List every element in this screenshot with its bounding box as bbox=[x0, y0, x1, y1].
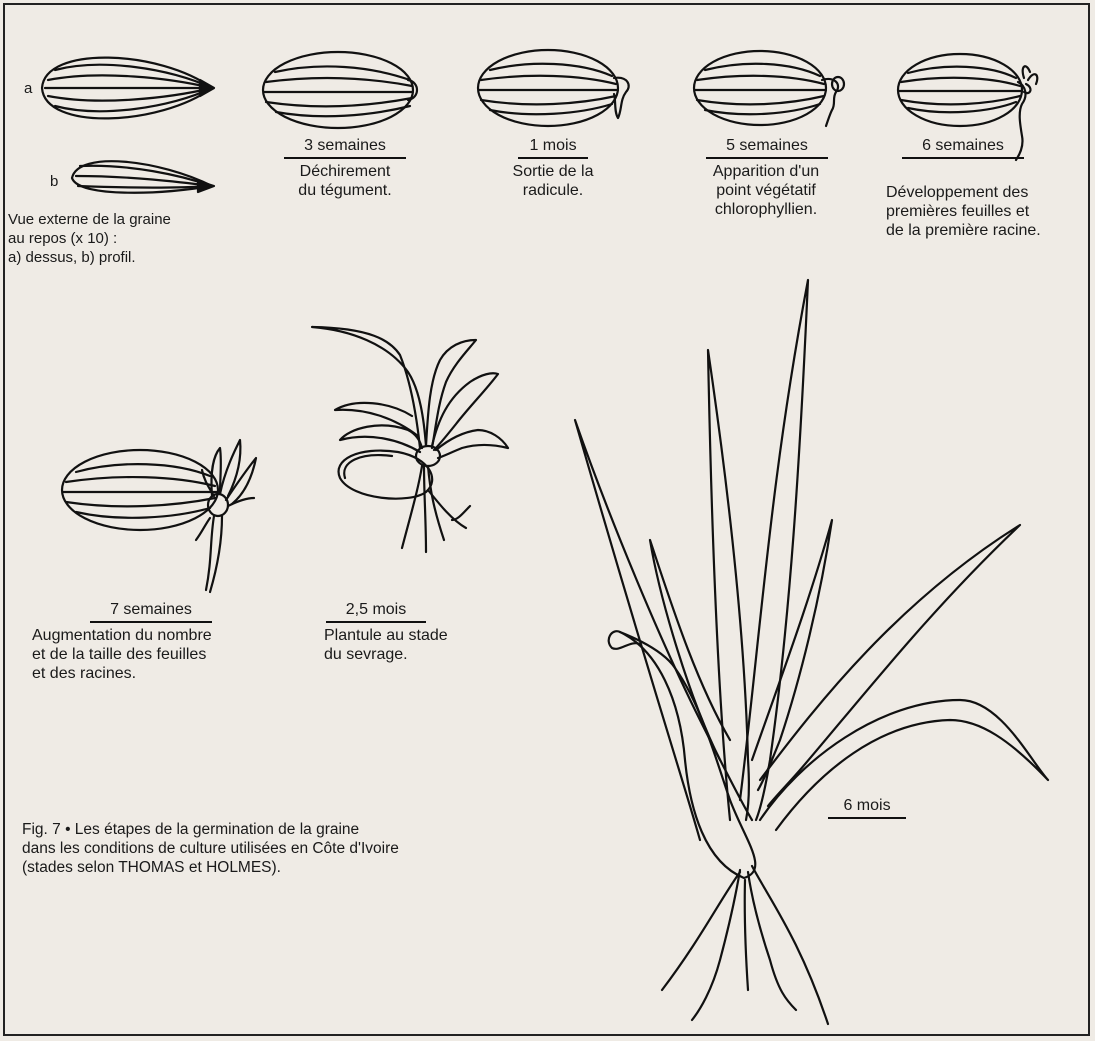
seed-5-weeks-drawing bbox=[694, 51, 844, 126]
seed-caption-line-2: au repos (x 10) : bbox=[8, 229, 117, 248]
stage-1-month-desc-line: radicule. bbox=[478, 181, 628, 200]
seed-label-a: a bbox=[24, 80, 32, 97]
seed-7-weeks-drawing bbox=[62, 440, 256, 592]
stage-6-weeks-desc-line: de la première racine. bbox=[886, 221, 1041, 240]
seed-label-b: b bbox=[50, 173, 58, 190]
stage-2-5-months-desc-line: Plantule au stade bbox=[324, 626, 448, 645]
stage-3-weeks-title: 3 semaines bbox=[284, 136, 406, 159]
stage-7-weeks-desc-line: Augmentation du nombre bbox=[32, 626, 212, 645]
stage-5-weeks-desc-line: point végétatif bbox=[686, 181, 846, 200]
seed-caption-line-3: a) dessus, b) profil. bbox=[8, 248, 136, 267]
stage-1-month-title: 1 mois bbox=[518, 136, 588, 159]
stage-6-months-title: 6 mois bbox=[828, 796, 906, 819]
stage-7-weeks-desc: Augmentation du nombre et de la taille d… bbox=[32, 626, 212, 683]
seed-3-weeks-drawing bbox=[263, 52, 417, 128]
stage-7-weeks-desc-line: et de la taille des feuilles bbox=[32, 645, 212, 664]
stage-7-weeks-title: 7 semaines bbox=[90, 600, 212, 623]
plant-6-months-drawing bbox=[575, 280, 1048, 1024]
plantlet-2-5-months-drawing bbox=[312, 327, 508, 552]
figure-caption-line: dans les conditions de culture utilisées… bbox=[22, 839, 399, 858]
stage-1-month-desc-line: Sortie de la bbox=[478, 162, 628, 181]
stage-6-weeks-title: 6 semaines bbox=[902, 136, 1024, 159]
stage-6-weeks-desc: Développement des premières feuilles et … bbox=[886, 183, 1041, 240]
stage-6-weeks-desc-line: premières feuilles et bbox=[886, 202, 1041, 221]
stage-5-weeks-desc-line: Apparition d'un bbox=[686, 162, 846, 181]
seed-top-view-drawing bbox=[42, 58, 214, 119]
figure-caption-line: (stades selon THOMAS et HOLMES). bbox=[22, 858, 399, 877]
stage-3-weeks-desc: Déchirement du tégument. bbox=[270, 162, 420, 200]
stage-3-weeks-desc-line: Déchirement bbox=[270, 162, 420, 181]
seed-caption-line-1: Vue externe de la graine bbox=[8, 210, 171, 229]
stage-5-weeks-desc-line: chlorophyllien. bbox=[686, 200, 846, 219]
figure-caption-line: Fig. 7 • Les étapes de la germination de… bbox=[22, 820, 399, 839]
stage-5-weeks-title: 5 semaines bbox=[706, 136, 828, 159]
stage-2-5-months-desc: Plantule au stade du sevrage. bbox=[324, 626, 448, 664]
stage-2-5-months-desc-line: du sevrage. bbox=[324, 645, 448, 664]
stage-3-weeks-desc-line: du tégument. bbox=[270, 181, 420, 200]
stage-6-weeks-desc-line: Développement des bbox=[886, 183, 1041, 202]
seed-1-month-drawing bbox=[478, 50, 629, 126]
stage-2-5-months-title: 2,5 mois bbox=[326, 600, 426, 623]
stage-7-weeks-desc-line: et des racines. bbox=[32, 664, 212, 683]
seed-profile-drawing bbox=[72, 161, 214, 193]
stage-5-weeks-desc: Apparition d'un point végétatif chloroph… bbox=[686, 162, 846, 219]
figure-caption: Fig. 7 • Les étapes de la germination de… bbox=[22, 820, 399, 877]
stage-1-month-desc: Sortie de la radicule. bbox=[478, 162, 628, 200]
